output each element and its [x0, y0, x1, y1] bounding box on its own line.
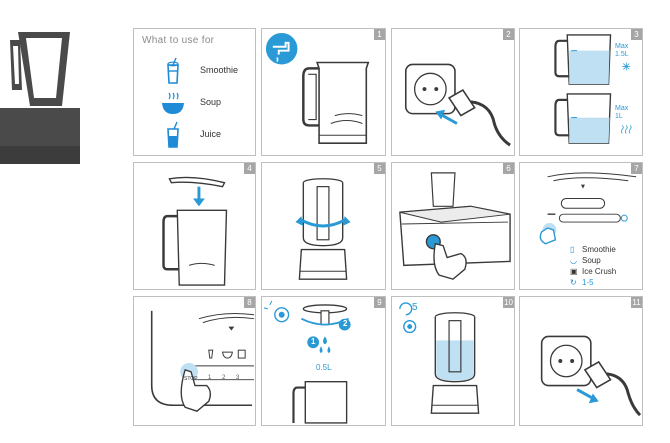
stop-button-label: STOP — [184, 376, 198, 382]
program-icons-row — [208, 349, 246, 359]
step-number: 11 — [631, 297, 642, 308]
jug-max-1l — [554, 93, 612, 144]
program-legend-ice-crush: ▣ Ice Crush — [570, 267, 616, 276]
base-outline-drawing — [150, 310, 255, 407]
step-9-panel: 1 2 0.5L 9 — [261, 296, 386, 426]
step-number: 1 — [374, 29, 385, 40]
legend-label: 1-5 — [582, 278, 594, 287]
juice-glass-icon — [167, 121, 179, 148]
use-item-smoothie: Smoothie — [160, 57, 255, 85]
jug-max-1.5l — [554, 34, 612, 85]
water-tap-icon — [265, 32, 298, 65]
step-8-panel: STOP 1 2 3 8 — [133, 296, 256, 426]
wall-socket-drawing — [404, 63, 456, 115]
blender-product-silhouette — [0, 32, 80, 164]
pointing-hand-icon — [539, 223, 557, 245]
step-10-panel: 5 10 — [391, 296, 515, 426]
pointing-hand-icon — [180, 362, 212, 412]
step-5-panel: 5 — [261, 162, 386, 290]
step-number: 2 — [503, 29, 514, 40]
rotate-arrow-icon — [295, 216, 351, 228]
wall-socket-drawing — [540, 335, 592, 387]
program-legend-smoothie: ▯ Smoothie — [570, 245, 616, 254]
use-item-label: Soup — [200, 97, 222, 107]
speed-setting-label: 5 — [412, 302, 418, 313]
step-2-panel: 2 — [391, 28, 515, 156]
step-number: 6 — [503, 163, 514, 174]
blender-jug-drawing — [434, 312, 476, 383]
speed-label: 1 — [208, 375, 212, 381]
water-drop-icon — [319, 336, 331, 354]
smoothie-cup-icon — [167, 57, 179, 84]
what-to-use-title: What to use for — [142, 35, 215, 46]
use-item-juice: Juice — [160, 121, 255, 149]
legend-label: Soup — [582, 256, 601, 265]
cleaning-sparkle-icon — [263, 300, 290, 323]
water-jug-drawing — [162, 209, 228, 286]
step-number: 4 — [244, 163, 255, 174]
use-item-soup: Soup — [160, 89, 255, 117]
down-arrow-icon — [193, 186, 205, 207]
insert-arrow-icon — [435, 109, 458, 125]
speed-dial-icon: ↻ — [570, 278, 577, 287]
use-item-label: Juice — [200, 129, 222, 139]
what-to-use-panel: What to use for Smoothie Soup Juice — [133, 28, 256, 156]
step-number: 7 — [631, 163, 642, 174]
use-item-label: Smoothie — [200, 65, 239, 75]
step-1-panel: 1 — [261, 28, 386, 156]
step-marker-2 — [338, 318, 351, 331]
step-number: 8 — [244, 297, 255, 308]
motor-base-drawing — [430, 384, 480, 414]
step-number: 10 — [503, 297, 514, 308]
step-marker-label: 1 — [311, 337, 316, 346]
power-plug-drawing — [447, 88, 511, 147]
remove-arrow-icon — [576, 388, 599, 404]
speed-label: 2 — [222, 375, 226, 381]
ice-crush-icon: ▣ — [570, 267, 578, 276]
program-legend-speed: ↻ 1-5 — [570, 278, 594, 287]
motor-base-drawing — [298, 248, 348, 280]
soup-bowl-icon: ◡ — [570, 256, 577, 265]
step-number: 9 — [374, 297, 385, 308]
blender-jug-drawing — [302, 178, 344, 247]
max-level-label: Max 1L — [615, 105, 629, 120]
legend-label: Ice Crush — [582, 267, 617, 276]
steam-icon — [620, 125, 632, 134]
max-level-label: Max 1.5L — [615, 43, 629, 58]
appliance-base-drawing — [399, 172, 511, 267]
step-3-panel: Max 1.5L Max 1L 3 — [519, 28, 643, 156]
step-number: 3 — [631, 29, 642, 40]
step-4-panel: 4 — [133, 162, 256, 290]
step-7-panel: ▯ Smoothie ◡ Soup ▣ Ice Crush ↻ 1-5 7 — [519, 162, 643, 290]
water-volume-label: 0.5L — [316, 363, 332, 372]
step-11-panel: 11 — [519, 296, 643, 426]
lid-drawing — [168, 176, 226, 188]
speed-label: 3 — [236, 375, 240, 381]
smoothie-cup-icon: ▯ — [570, 245, 575, 254]
program-legend-soup: ◡ Soup — [570, 256, 601, 265]
water-jug-drawing — [292, 380, 348, 424]
speed-dial-icon — [399, 302, 413, 316]
legend-label: Smoothie — [582, 245, 616, 254]
snowflake-icon — [622, 62, 631, 71]
step-marker-label: 2 — [343, 319, 348, 328]
step-6-panel: 6 — [391, 162, 515, 290]
step-number: 5 — [374, 163, 385, 174]
pointing-hand-icon — [433, 242, 467, 280]
step-marker-1 — [307, 336, 320, 349]
water-jug-drawing — [302, 61, 370, 144]
power-plug-drawing — [583, 360, 642, 417]
control-panel-drawing — [547, 172, 637, 223]
soup-bowl-icon — [162, 92, 184, 114]
cleaning-sparkle-icon — [403, 319, 417, 334]
